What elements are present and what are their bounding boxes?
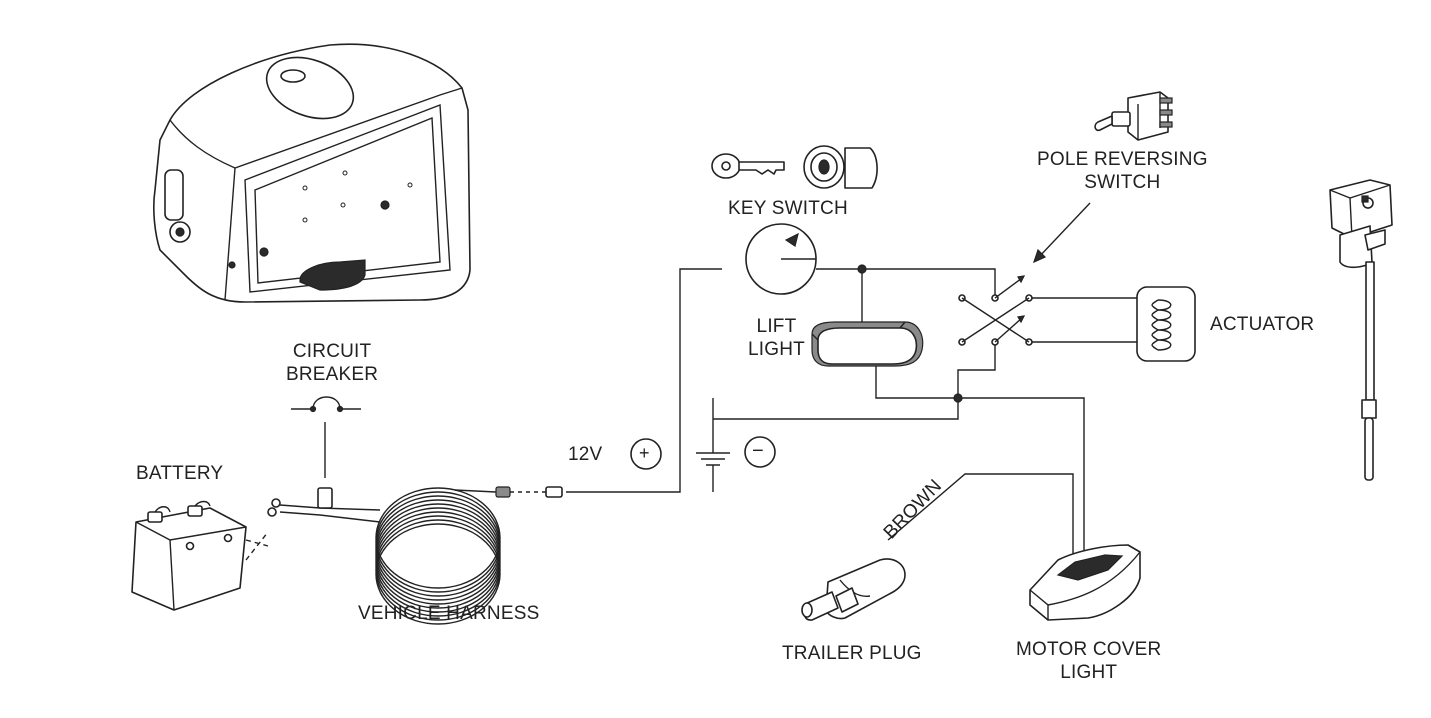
trailer-plug-label: TRAILER PLUG [782, 643, 922, 664]
pole-reversing-switch-symbol [958, 275, 1033, 346]
linear-actuator-icon [1329, 179, 1393, 481]
key-icon [711, 153, 785, 179]
voltage-label: 12V [568, 444, 603, 465]
circuit-breaker-symbol [291, 396, 361, 478]
motor-cover-light-label-line2: LIGHT [1060, 662, 1118, 683]
motor-cover-light-label-line1: MOTOR COVER [1016, 639, 1162, 660]
lift-light-label-line2: LIGHT [748, 339, 805, 360]
battery-label: BATTERY [136, 463, 224, 484]
lift-light-icon [811, 321, 924, 367]
actuator-coil-icon [1136, 286, 1196, 362]
pole-reversing-switch-label: POLE REVERSING SWITCH [1037, 148, 1208, 194]
key-switch-label: KEY SWITCH [728, 198, 848, 219]
junction-dot [857, 264, 867, 274]
motor-cover-light-icon [1029, 544, 1141, 621]
circuit-breaker-label: CIRCUIT BREAKER [286, 340, 378, 386]
lift-light-label-line1: LIFT [756, 316, 797, 337]
pole-reversing-switch-label-line2: SWITCH [1084, 172, 1161, 193]
toggle-switch-icon [1094, 91, 1173, 141]
vehicle-harness-label: VEHICLE HARNESS [358, 603, 540, 624]
pole-reversing-switch-label-line1: POLE REVERSING [1037, 149, 1208, 170]
battery-icon [131, 500, 269, 611]
motor-cover-light-label: MOTOR COVER LIGHT [1016, 638, 1161, 684]
circuit-breaker-label-line2: BREAKER [286, 364, 379, 385]
lock-cylinder-icon [803, 145, 878, 189]
trailer-plug-icon [801, 558, 906, 621]
lift-light-label: LIFT LIGHT [748, 315, 805, 361]
actuator-label: ACTUATOR [1210, 314, 1315, 335]
negative-symbol: − [752, 440, 764, 462]
key-switch-symbol [745, 223, 817, 295]
junction-dot [953, 393, 963, 403]
positive-symbol: + [639, 443, 650, 463]
positive-terminal-symbol [630, 438, 662, 470]
pointer-arrowhead [1032, 248, 1047, 264]
pole-switch-pointer-arrow [1037, 202, 1091, 259]
harness-coil-icon [267, 486, 563, 625]
wiring-lines [566, 268, 1137, 555]
negative-terminal-symbol [744, 436, 776, 468]
circuit-breaker-label-line1: CIRCUIT [292, 341, 372, 362]
motor-housing-icon [153, 43, 471, 303]
